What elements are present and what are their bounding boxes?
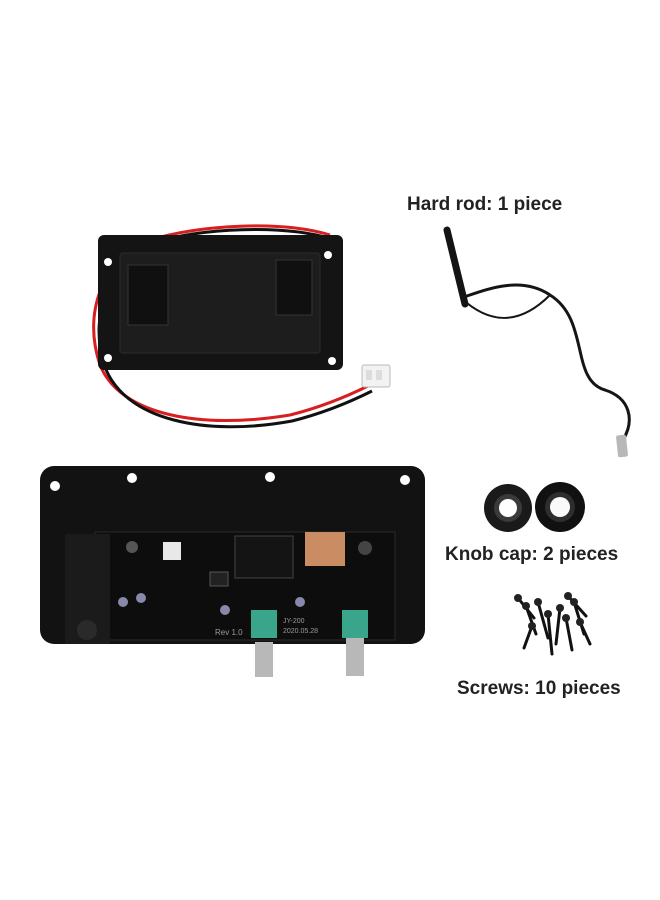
board-date-text: 2020.05.28 [283,628,318,635]
board-model-text: JY-200 [283,618,305,625]
screw-photo [514,592,592,656]
board-rev-text: Rev 1.0 [215,628,243,637]
preamp-board-photo: Rev 1.0 JY-200 2020.05.28 [40,466,425,677]
battery-box-photo [92,224,391,429]
hard-rod-label: Hard rod: 1 piece [407,194,563,215]
knob-cap-photo [484,482,585,532]
screws-label: Screws: 10 pieces [457,678,621,699]
piezo-rod-photo [443,226,631,458]
knob-cap-label: Knob cap: 2 pieces [445,544,619,565]
